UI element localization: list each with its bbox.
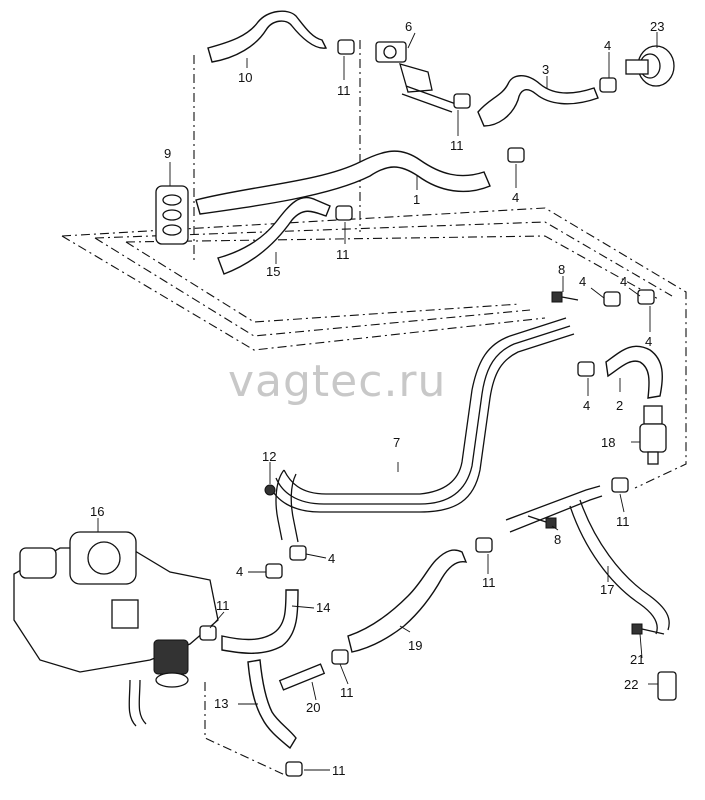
hose-3 [477,75,599,127]
callout-numbers: 6 23 4 3 10 11 11 9 1 4 15 11 8 4 4 4 2 … [90,19,664,778]
label-21: 21 [630,652,644,667]
hose-14 [221,589,299,654]
label-18: 18 [601,435,615,450]
label-4: 4 [645,334,652,349]
grommet-9 [155,185,189,245]
label-7: 7 [393,435,400,450]
label-17: 17 [600,582,614,597]
label-12: 12 [262,449,276,464]
hose-1 [195,150,491,215]
label-1: 1 [413,192,420,207]
hose-10 [207,10,328,63]
bolt-21 [631,623,665,635]
bolt-8b [527,515,557,529]
hose-2 [605,345,663,399]
label-23: 23 [650,19,664,34]
label-11: 11 [337,83,351,98]
sensor-18 [639,405,667,465]
label-11: 11 [340,685,354,700]
clamps [199,39,655,777]
cap-22 [657,671,677,701]
label-10: 10 [238,70,252,85]
label-11: 11 [332,763,346,778]
label-13: 13 [214,696,228,711]
label-4: 4 [583,398,590,413]
label-20: 20 [306,700,320,715]
label-4: 4 [620,274,627,289]
label-4: 4 [236,564,243,579]
label-16: 16 [90,504,104,519]
unit-16 [13,531,219,727]
grommet-23 [625,45,675,87]
label-11: 11 [482,575,496,590]
label-4: 4 [328,551,335,566]
nut-12 [264,484,276,496]
label-22: 22 [624,677,638,692]
label-4: 4 [512,190,519,205]
pipe-20 [278,663,326,691]
label-14: 14 [316,600,330,615]
label-2: 2 [616,398,623,413]
hose-13 [247,659,297,750]
label-3: 3 [542,62,549,77]
leader-lines [97,32,658,771]
label-8: 8 [554,532,561,547]
label-11: 11 [336,247,350,262]
label-19: 19 [408,638,422,653]
label-11: 11 [216,598,230,613]
label-4: 4 [579,274,586,289]
label-6: 6 [405,19,412,34]
hose-19 [347,549,468,653]
pipe-7 [269,317,575,543]
label-4: 4 [604,38,611,53]
watermark: vagtec.ru [228,356,446,407]
label-11: 11 [616,514,630,529]
hose-15 [217,196,331,275]
valve-6 [375,41,457,113]
label-8: 8 [558,262,565,277]
label-11: 11 [450,138,464,153]
label-15: 15 [266,264,280,279]
bolt-8a [551,291,579,303]
pipe-17 [505,485,670,635]
label-9: 9 [164,146,171,161]
